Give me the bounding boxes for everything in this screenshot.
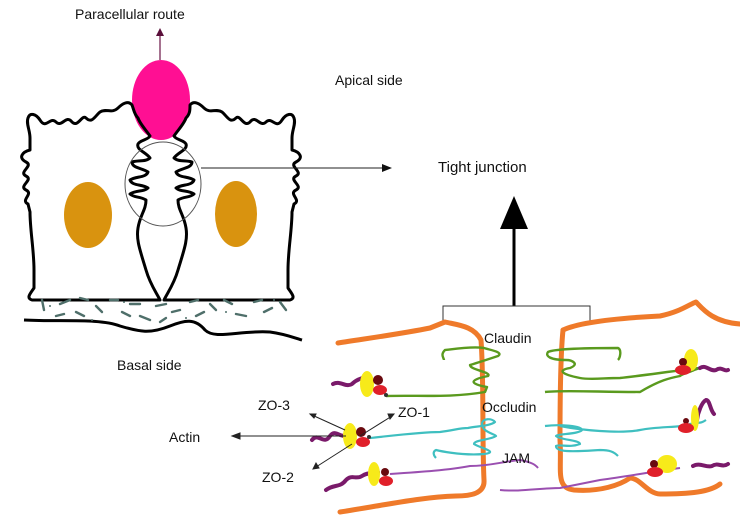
- occludin-strands: [369, 418, 707, 459]
- basement-membrane: [23, 296, 303, 342]
- jam-label: JAM: [502, 450, 530, 466]
- zo2-label: ZO-2: [262, 469, 294, 485]
- zo-complex-right-bottom: [647, 455, 677, 477]
- tight-junction-highlight-circle: [124, 141, 202, 227]
- tight-junction-pointer-arrow: [201, 164, 392, 172]
- actin-label: Actin: [169, 429, 200, 445]
- paracellular-route-arrow: [156, 28, 164, 60]
- right-nucleus: [215, 181, 257, 247]
- cell-membranes: [335, 299, 740, 515]
- zo-complex-left-top: [360, 371, 388, 397]
- zo-complex-right-middle: [678, 405, 699, 433]
- right-cell-outline: [162, 101, 302, 302]
- occludin-label: Occludin: [482, 399, 536, 415]
- zo1-label: ZO-1: [398, 404, 430, 420]
- zo-complex-right-top: [675, 349, 698, 375]
- zo3-label: ZO-3: [258, 397, 290, 413]
- tight-junction-up-arrow: [500, 196, 528, 306]
- zo-complex-left-middle: [343, 423, 371, 449]
- claudin-label: Claudin: [484, 330, 531, 346]
- claudin-strands: [385, 346, 702, 398]
- basal-side-label: Basal side: [117, 357, 182, 373]
- tight-junction-label: Tight junction: [438, 159, 527, 176]
- left-cell-outline: [20, 101, 162, 302]
- apical-side-label: Apical side: [335, 72, 403, 88]
- paracellular-route-label: Paracellular route: [75, 6, 185, 22]
- paracellular-particle: [132, 60, 190, 140]
- tight-junction-bracket: [442, 305, 591, 322]
- zo-complex-left-bottom: [368, 462, 393, 486]
- label-pointer-arrows: [230, 413, 396, 470]
- left-nucleus: [64, 182, 112, 248]
- jam-strands: [389, 459, 681, 492]
